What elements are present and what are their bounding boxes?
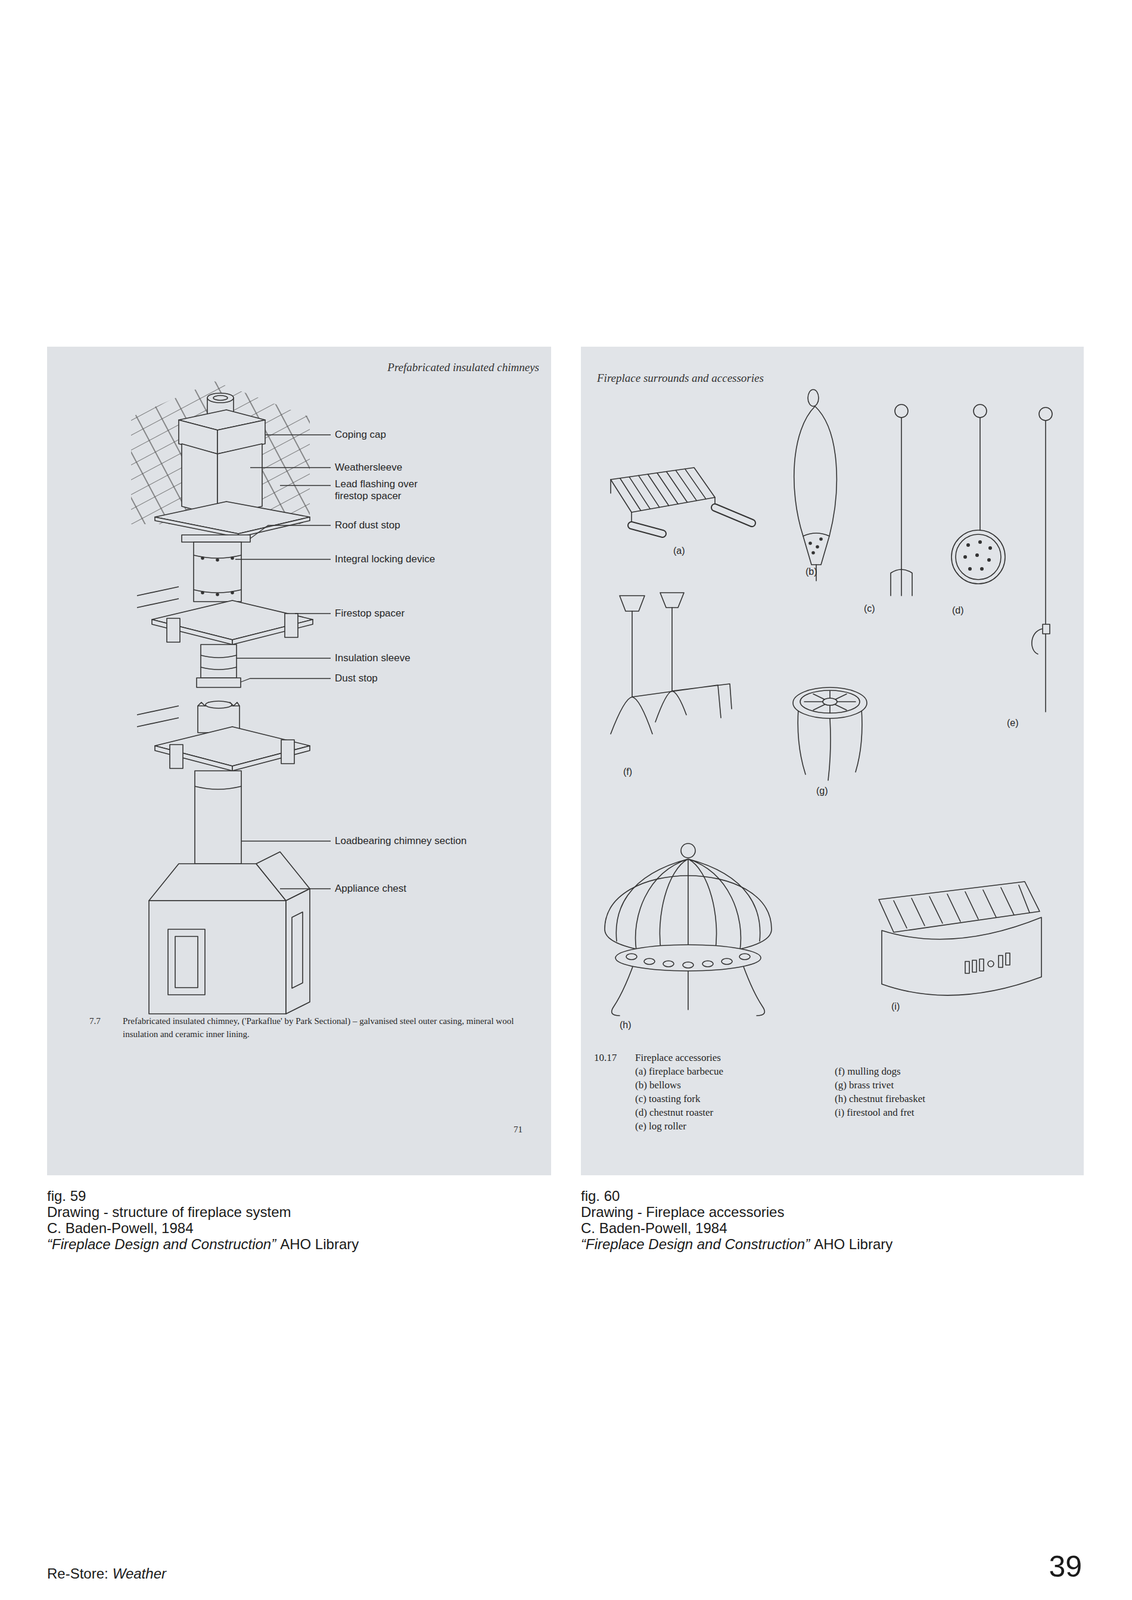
item-letter: (e) [1006, 717, 1019, 729]
list-item: (g) brass trivet [834, 1079, 894, 1092]
part-label: Integral locking device [334, 553, 435, 566]
list-item: (b) bellows [635, 1079, 681, 1092]
item-letter: (h) [619, 1019, 632, 1031]
list-item: (c) toasting fork [635, 1093, 701, 1106]
item-letter: (b) [805, 566, 818, 578]
running-header: Fireplace surrounds and accessories [596, 371, 764, 386]
fig-number: fig. 60 [580, 1188, 620, 1206]
part-label: Dust stop [334, 672, 378, 685]
list-item: (d) chestnut roaster [635, 1106, 714, 1119]
page-number: 39 [1048, 1549, 1082, 1585]
part-label: Roof dust stop [334, 519, 401, 532]
fig-author: C. Baden-Powell, 1984 [580, 1220, 727, 1238]
fig-source: “Fireplace Design and Construction” [580, 1236, 810, 1254]
item-letter: (d) [952, 604, 964, 617]
item-letter: (a) [673, 545, 686, 557]
list-item: (h) chestnut firebasket [834, 1093, 926, 1106]
list-item: (i) firestool and fret [834, 1106, 915, 1119]
list-item: (a) fireplace barbecue [635, 1065, 724, 1078]
running-header: Prefabricated insulated chimneys [387, 361, 540, 375]
fig-number: fig. 59 [47, 1188, 86, 1206]
part-label: Coping cap [334, 428, 387, 441]
page-photo [580, 346, 1084, 1176]
page-number: 71 [513, 1123, 523, 1137]
list-item: (f) mulling dogs [834, 1065, 901, 1078]
figure-caption: Fireplace accessories [635, 1052, 721, 1065]
fig-title: Drawing - Fireplace accessories [580, 1204, 785, 1222]
item-letter: (i) [891, 1000, 900, 1013]
part-label: Lead flashing over firestop spacer [334, 478, 438, 502]
figure-number: 10.17 [594, 1052, 617, 1065]
figure-caption: Prefabricated insulated chimney, ('Parka… [122, 1015, 516, 1042]
accessories-drawing [604, 389, 1053, 1016]
item-letter: (f) [623, 766, 633, 778]
item-letter: (g) [816, 785, 829, 797]
figure-number: 7.7 [89, 1015, 101, 1029]
part-label: Insulation sleeve [334, 652, 411, 665]
page-photo [47, 346, 552, 1176]
part-label: Firestop spacer [334, 607, 405, 620]
list-item: (e) log roller [635, 1120, 687, 1133]
fig-title: Drawing - structure of fireplace system [47, 1204, 291, 1222]
fig-author: C. Baden-Powell, 1984 [47, 1220, 194, 1238]
leader-lines [235, 434, 331, 889]
part-label: Appliance chest [334, 882, 407, 895]
fig-source: AHO Library [813, 1236, 893, 1254]
part-label: Weathersleeve [334, 461, 403, 474]
fig-source: AHO Library [280, 1236, 359, 1254]
part-label: Loadbearing chimney section [334, 835, 467, 848]
footer-text: Re-Store: [47, 1565, 109, 1584]
fig-source: “Fireplace Design and Construction” [47, 1236, 276, 1254]
chimney-drawing [131, 381, 313, 1015]
footer-text: Weather [112, 1565, 167, 1584]
item-letter: (c) [863, 602, 876, 615]
